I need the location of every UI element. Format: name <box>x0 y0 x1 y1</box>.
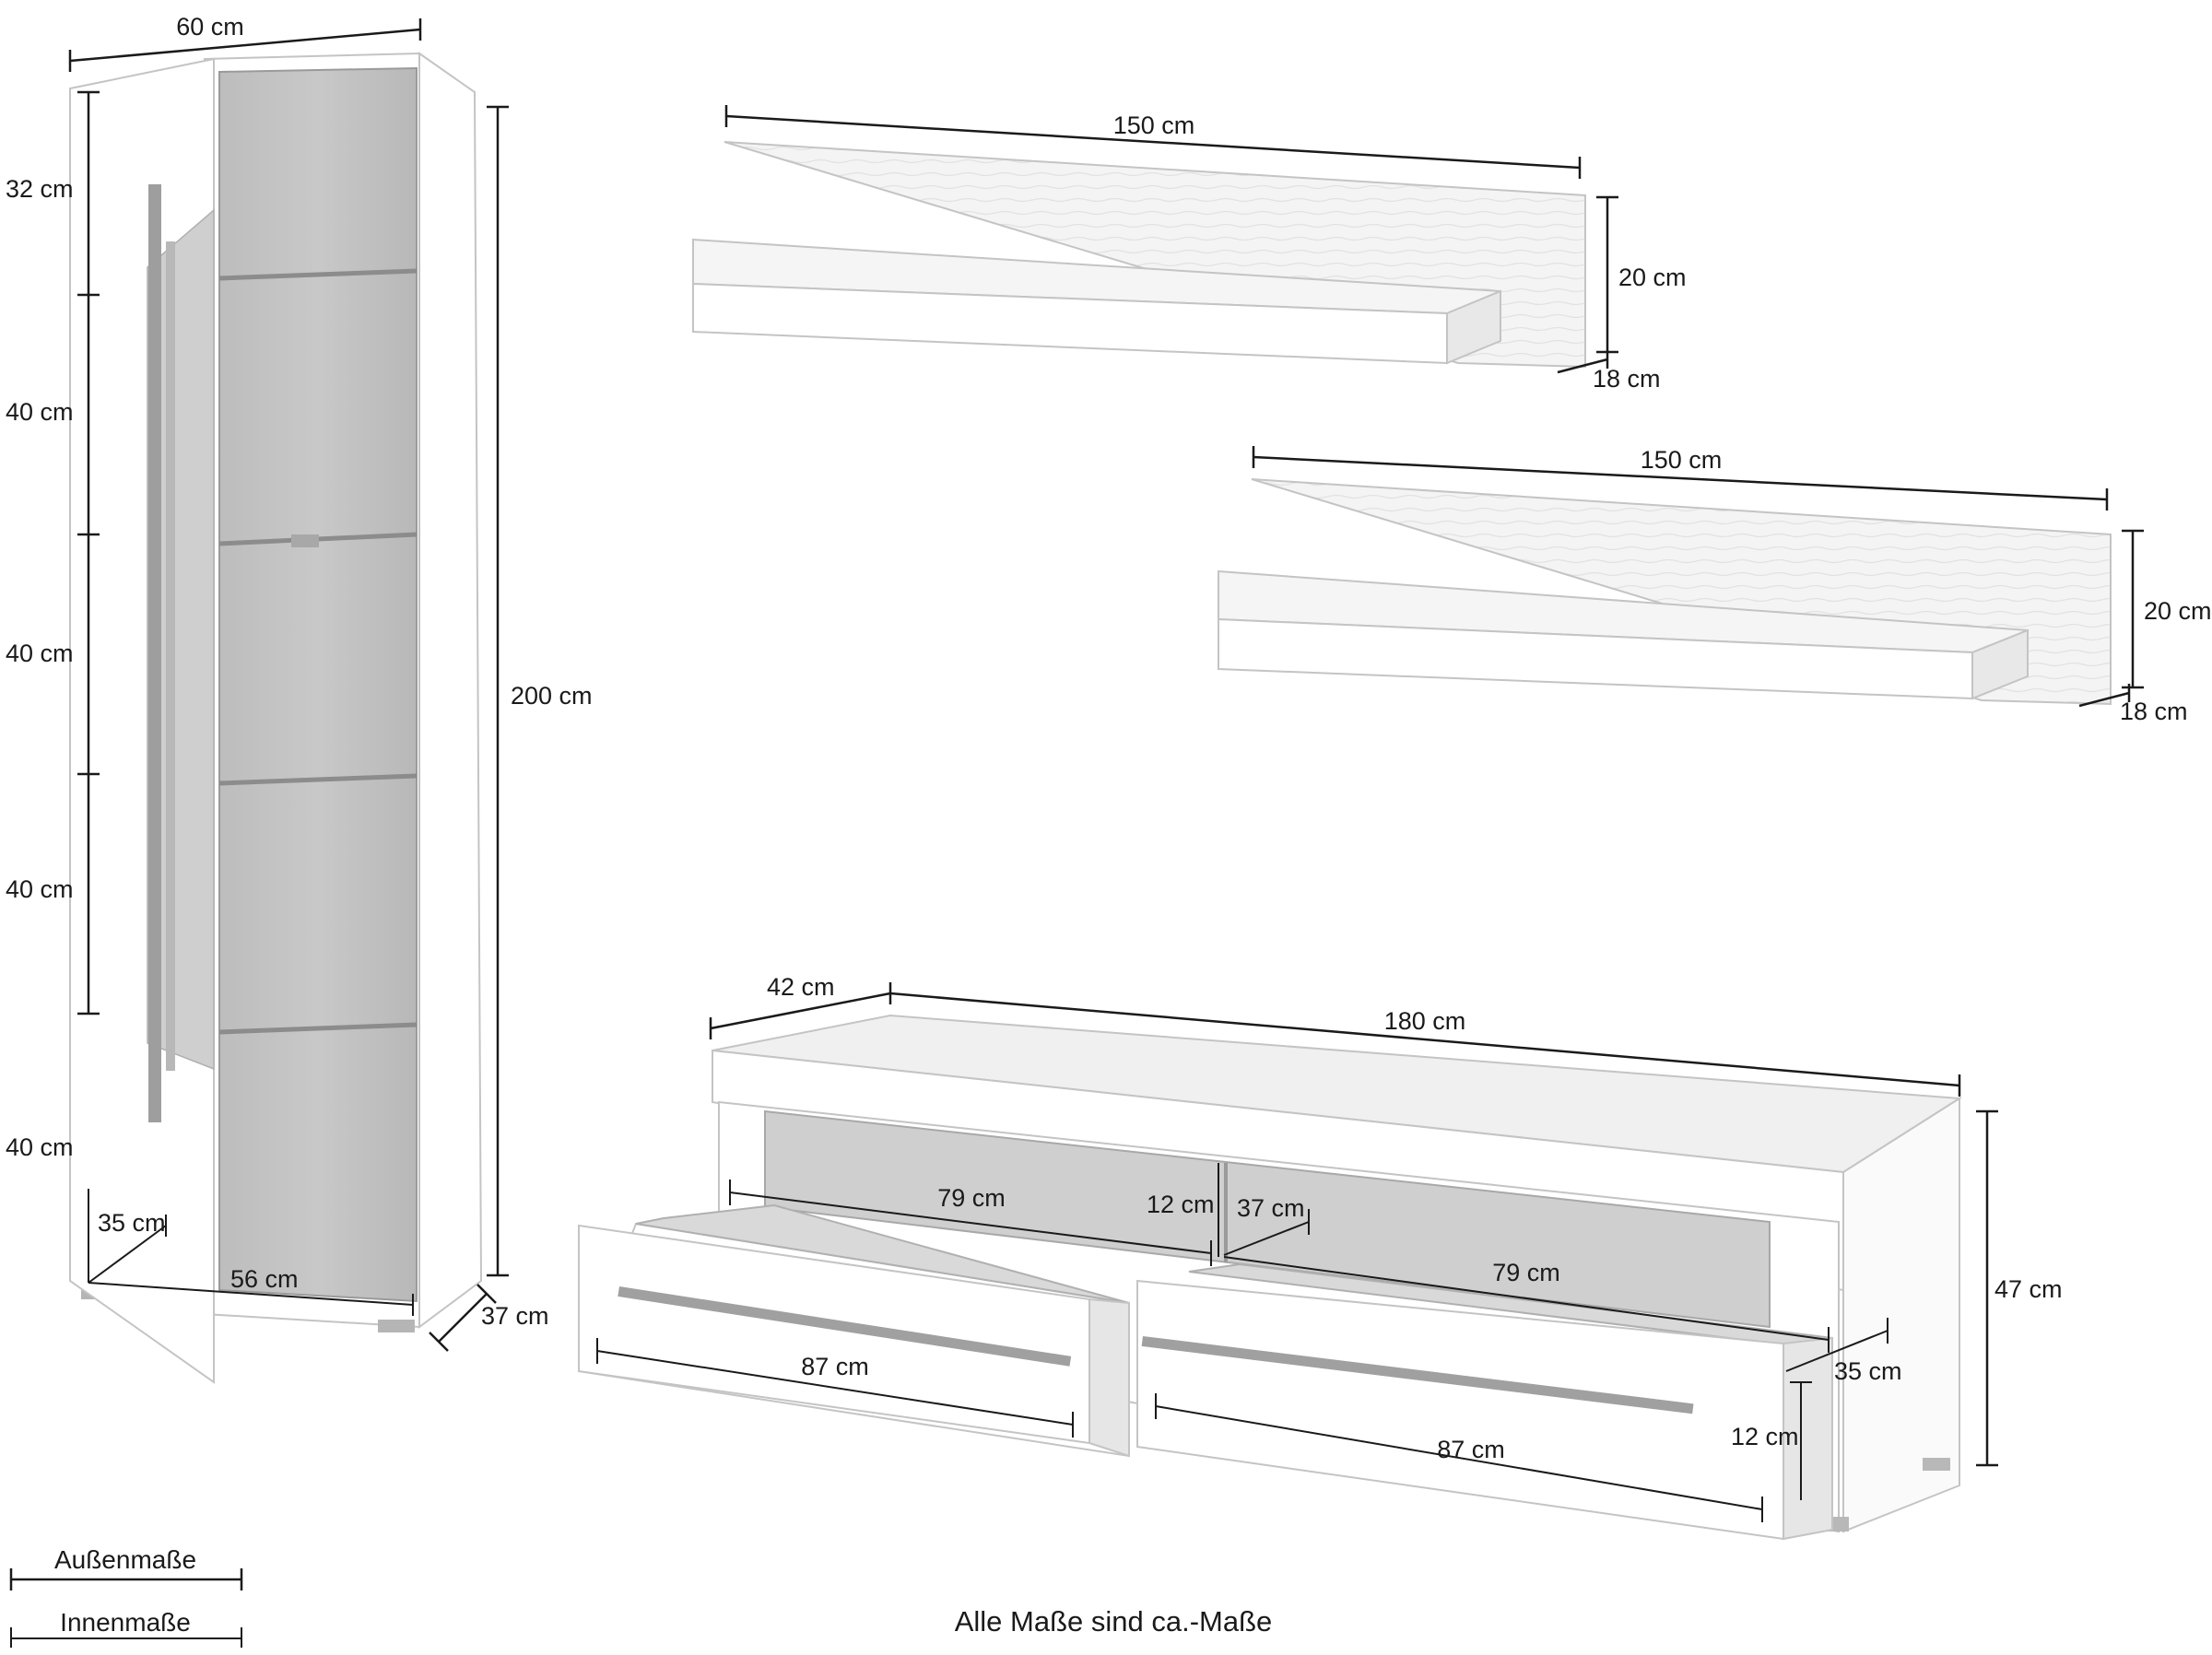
cabinet-height-label: 200 cm <box>511 682 593 710</box>
lowboard-drawer-width-right-label: 87 cm <box>1437 1436 1505 1463</box>
lowboard-open-depth-label: 37 cm <box>1237 1194 1305 1222</box>
labels: 60 cm 200 cm 37 cm 32 cm 40 cm 40 cm 40 … <box>6 13 2212 1637</box>
lowboard-open-height-label: 12 cm <box>1147 1191 1215 1218</box>
lowboard-open-width-right-label: 79 cm <box>1492 1259 1560 1286</box>
shelf-top-width-label: 150 cm <box>1113 112 1195 139</box>
legend-outer-label: Außenmaße <box>54 1545 196 1574</box>
dimension-lines <box>9 18 2144 1648</box>
tall-cabinet <box>69 52 483 1384</box>
cabinet-compartment-4-label: 40 cm <box>6 875 74 903</box>
lowboard-drawer-width-left-label: 87 cm <box>801 1353 869 1380</box>
shelf-bottom-depth-label: 18 cm <box>2120 698 2188 725</box>
lowboard <box>577 1014 1963 1541</box>
wall-shelf-top <box>692 141 1586 369</box>
lowboard-width-label: 180 cm <box>1384 1007 1466 1035</box>
cabinet-width-label: 60 cm <box>176 13 244 41</box>
cabinet-compartment-2-label: 40 cm <box>6 398 74 426</box>
lowboard-drawer-depth-label: 35 cm <box>1834 1357 1902 1385</box>
cabinet-depth-label: 37 cm <box>481 1302 549 1330</box>
cabinet-compartment-5-label: 40 cm <box>6 1133 74 1161</box>
shelf-bottom-height-label: 20 cm <box>2144 597 2212 625</box>
legend-inner-label: Innenmaße <box>60 1608 191 1637</box>
cabinet-compartment-3-label: 40 cm <box>6 640 74 667</box>
cabinet-compartment-1-label: 32 cm <box>6 175 74 203</box>
lowboard-open-width-left-label: 79 cm <box>937 1184 1006 1212</box>
lowboard-drawer-height-label: 12 cm <box>1731 1423 1799 1450</box>
cabinet-inner-depth-label: 35 cm <box>98 1209 166 1237</box>
shelf-bottom-width-label: 150 cm <box>1641 446 1723 474</box>
cabinet-inner-width-label: 56 cm <box>230 1265 299 1293</box>
lowboard-height-label: 47 cm <box>1994 1275 2063 1303</box>
shelf-top-height-label: 20 cm <box>1618 264 1687 291</box>
shelf-top-depth-label: 18 cm <box>1593 365 1661 393</box>
wall-shelf-bottom <box>1218 478 2112 706</box>
footnote: Alle Maße sind ca.-Maße <box>955 1605 1273 1637</box>
lowboard-depth-label: 42 cm <box>767 973 835 1001</box>
